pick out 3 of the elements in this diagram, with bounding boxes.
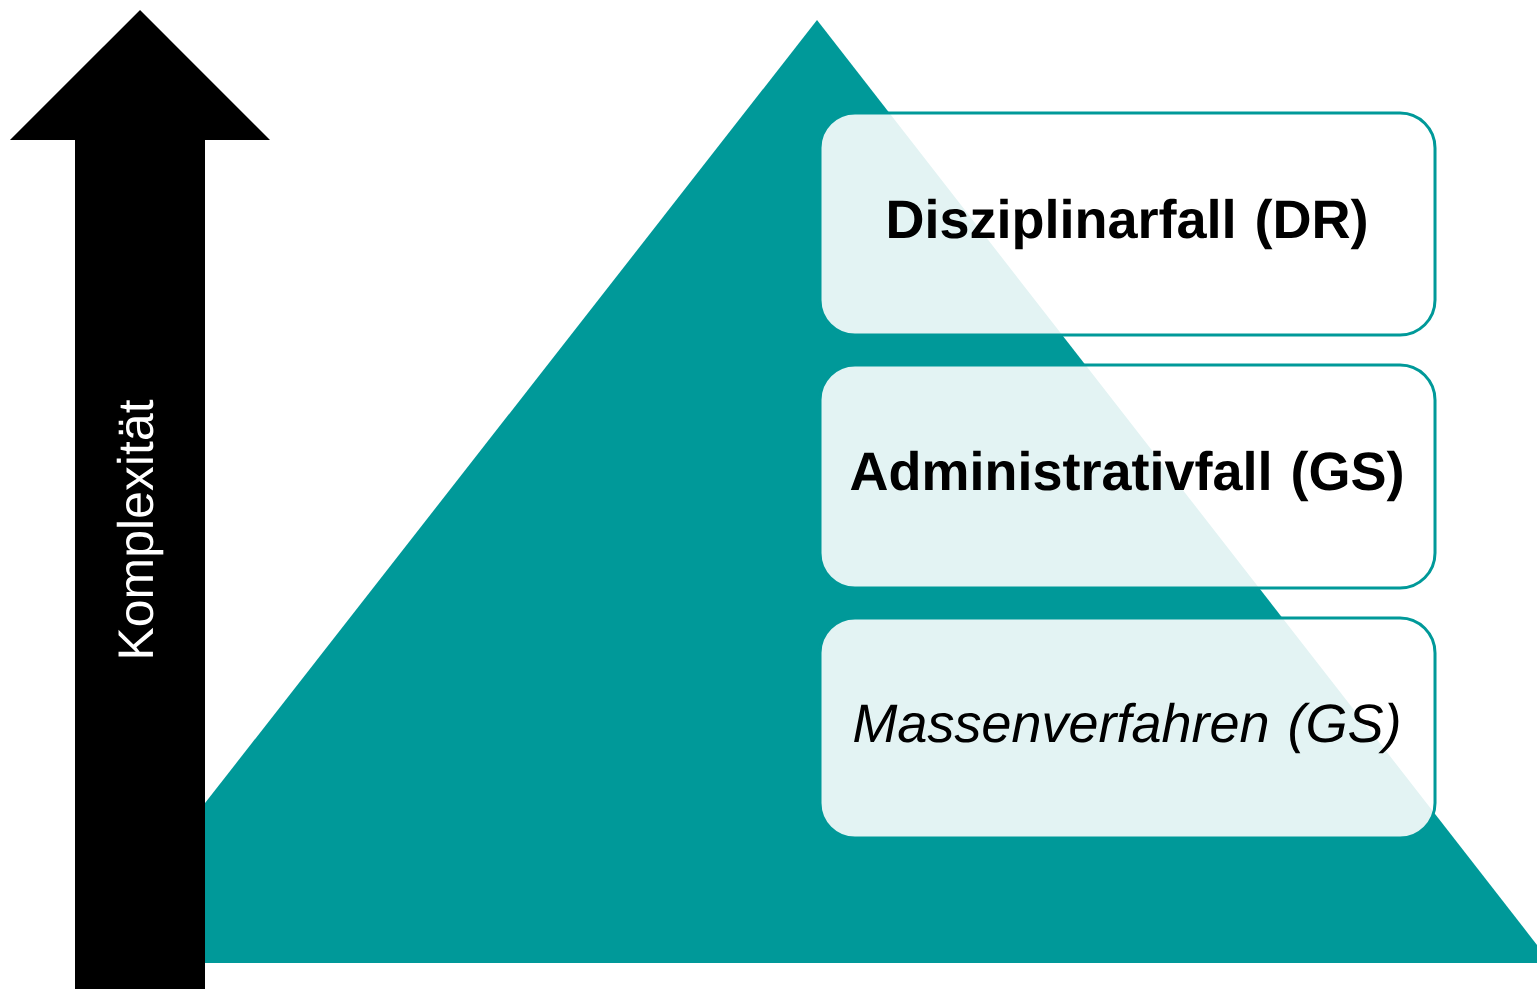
level-box: Massenverfahren (GS): [818, 616, 1437, 840]
level-box: Administrativfall (GS): [818, 363, 1437, 590]
level-box: Disziplinarfall (DR): [818, 111, 1437, 337]
